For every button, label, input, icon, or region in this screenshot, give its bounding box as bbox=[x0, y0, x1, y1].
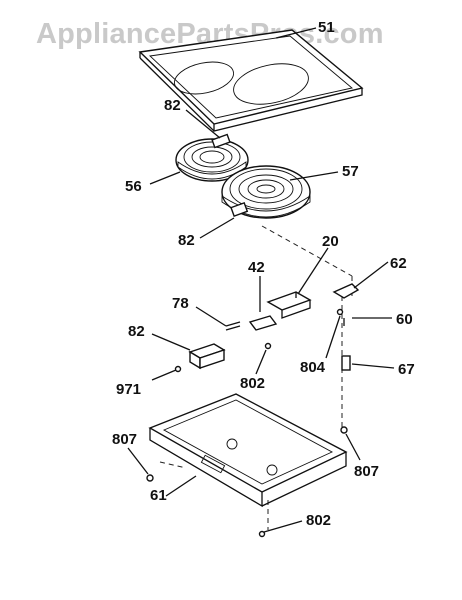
terminal-block bbox=[188, 343, 226, 370]
callout-802-mid: 802 bbox=[240, 375, 265, 392]
callout-42: 42 bbox=[248, 259, 265, 276]
small-heating-element bbox=[175, 133, 249, 182]
callout-82-block: 82 bbox=[128, 323, 145, 340]
callout-56: 56 bbox=[125, 178, 142, 195]
glass-cooktop bbox=[138, 29, 364, 132]
callout-60: 60 bbox=[396, 311, 413, 328]
large-heating-element bbox=[221, 165, 311, 219]
callout-57: 57 bbox=[342, 163, 359, 180]
callout-807-right: 807 bbox=[354, 463, 379, 480]
callout-78: 78 bbox=[172, 295, 189, 312]
callout-804: 804 bbox=[300, 359, 326, 376]
leader-lines bbox=[127, 27, 395, 533]
base-pan bbox=[146, 393, 348, 538]
clip bbox=[225, 321, 241, 331]
callout-82-top: 82 bbox=[164, 97, 181, 114]
callout-61: 61 bbox=[150, 487, 167, 504]
terminal-plate bbox=[248, 315, 278, 331]
callout-82-mid: 82 bbox=[178, 232, 195, 249]
callout-62: 62 bbox=[390, 255, 407, 272]
callout-802-bottom: 802 bbox=[306, 512, 331, 529]
sensor-parts bbox=[174, 283, 360, 373]
callout-67: 67 bbox=[398, 361, 415, 378]
callout-labels: 51 82 56 57 82 20 42 62 78 82 60 804 67 … bbox=[112, 19, 415, 529]
bracket bbox=[266, 291, 312, 319]
callout-20: 20 bbox=[322, 233, 339, 250]
callout-807-left: 807 bbox=[112, 431, 137, 448]
callout-971: 971 bbox=[116, 381, 141, 398]
callout-51: 51 bbox=[318, 19, 335, 36]
